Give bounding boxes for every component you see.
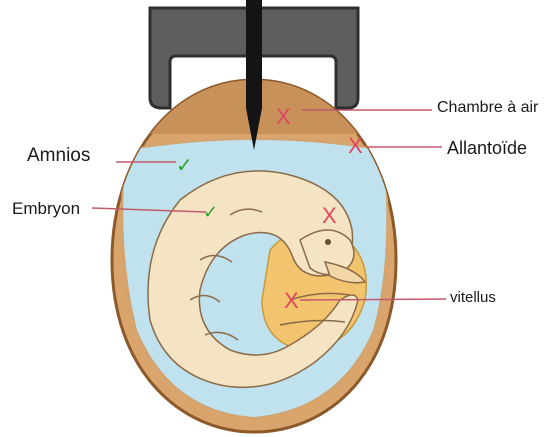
cross-mark-vitellus: X [284, 288, 299, 313]
cross-mark-allantoide: X [348, 133, 363, 158]
check-mark-embryon: ✓ [203, 202, 218, 223]
cross-mark-embryo-head: X [322, 203, 337, 228]
label-vitellus: vitellus [450, 290, 496, 305]
cross-mark-chambre: X [276, 104, 291, 129]
label-embryon: Embryon [12, 200, 80, 217]
label-amnios: Amnios [27, 146, 90, 165]
check-mark-amnios: ✓ [176, 153, 193, 177]
label-chambre-a-air: Chambre à air [437, 100, 538, 116]
leader-line-vitellus [300, 299, 446, 300]
label-allantoide: Allantoïde [447, 139, 527, 157]
